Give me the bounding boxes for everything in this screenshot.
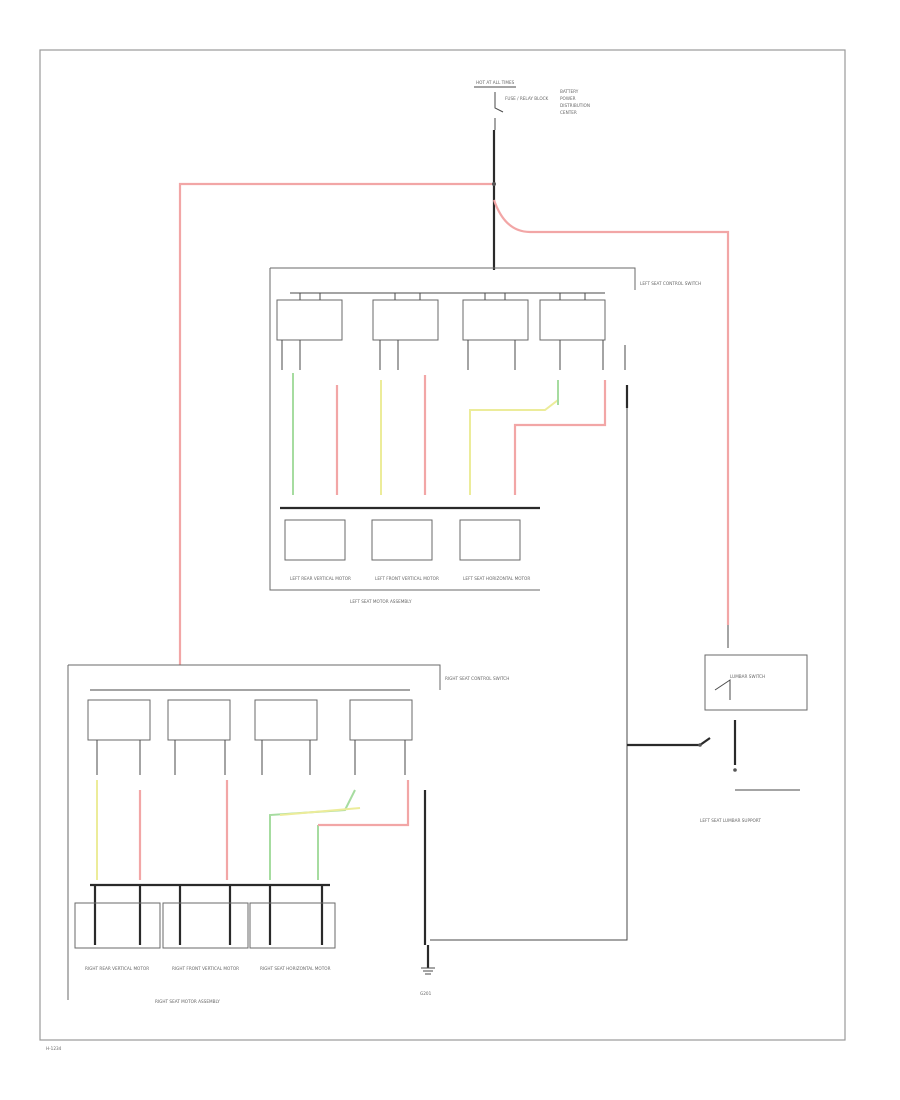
diagram-code: H-1234 [46, 1046, 62, 1051]
left-motor-1-label: LEFT REAR VERTICAL MOTOR [290, 576, 351, 581]
right-seat-motor-assembly: RIGHT REAR VERTICAL MOTOR RIGHT FRONT VE… [74, 883, 336, 1004]
left-motor-block-label: LEFT SEAT MOTOR ASSEMBLY [350, 599, 412, 604]
fuse-label: FUSE / RELAY BLOCK [505, 96, 549, 101]
lumbar-label: LEFT SEAT LUMBAR SUPPORT [700, 818, 761, 823]
left-motor-3-label: LEFT SEAT HORIZONTAL MOTOR [463, 576, 530, 581]
right-seat-control-switch: RIGHT SEAT CONTROL SWITCH [67, 664, 509, 1000]
power-source: HOT AT ALL TIMES FUSE / RELAY BLOCK BATT… [474, 80, 590, 130]
left-motor-2-label: LEFT FRONT VERTICAL MOTOR [375, 576, 439, 581]
left-switch-label: LEFT SEAT CONTROL SWITCH [640, 281, 701, 286]
right-motor-3-label: RIGHT SEAT HORIZONTAL MOTOR [260, 966, 331, 971]
right-motor-2-label: RIGHT FRONT VERTICAL MOTOR [172, 966, 239, 971]
source-note-2: POWER [560, 96, 576, 101]
right-switch-label: RIGHT SEAT CONTROL SWITCH [445, 676, 509, 681]
source-note-1: BATTERY [560, 89, 579, 94]
lumbar-support: LUMBAR SWITCH LEFT SEAT LUMBAR SUPPORT [627, 625, 808, 823]
left-ground-wire [430, 408, 628, 941]
source-label: HOT AT ALL TIMES [476, 80, 515, 85]
source-note-4: CENTER [560, 110, 577, 115]
right-motor-block-label: RIGHT SEAT MOTOR ASSEMBLY [155, 999, 220, 1004]
ground-label: G201 [420, 991, 432, 996]
source-note-3: DISTRIBUTION [560, 103, 590, 108]
ground-g201: G201 [420, 945, 435, 996]
lumbar-switch-label: LUMBAR SWITCH [730, 674, 765, 679]
diagram-frame [39, 49, 846, 1041]
left-seat-motor-assembly: LEFT REAR VERTICAL MOTOR LEFT FRONT VERT… [269, 506, 540, 604]
left-seat-control-switch: LEFT SEAT CONTROL SWITCH [269, 267, 701, 590]
feed-to-right-switch [178, 182, 494, 665]
right-motor-1-label: RIGHT REAR VERTICAL MOTOR [85, 966, 149, 971]
feed-to-lumbar [492, 199, 730, 625]
